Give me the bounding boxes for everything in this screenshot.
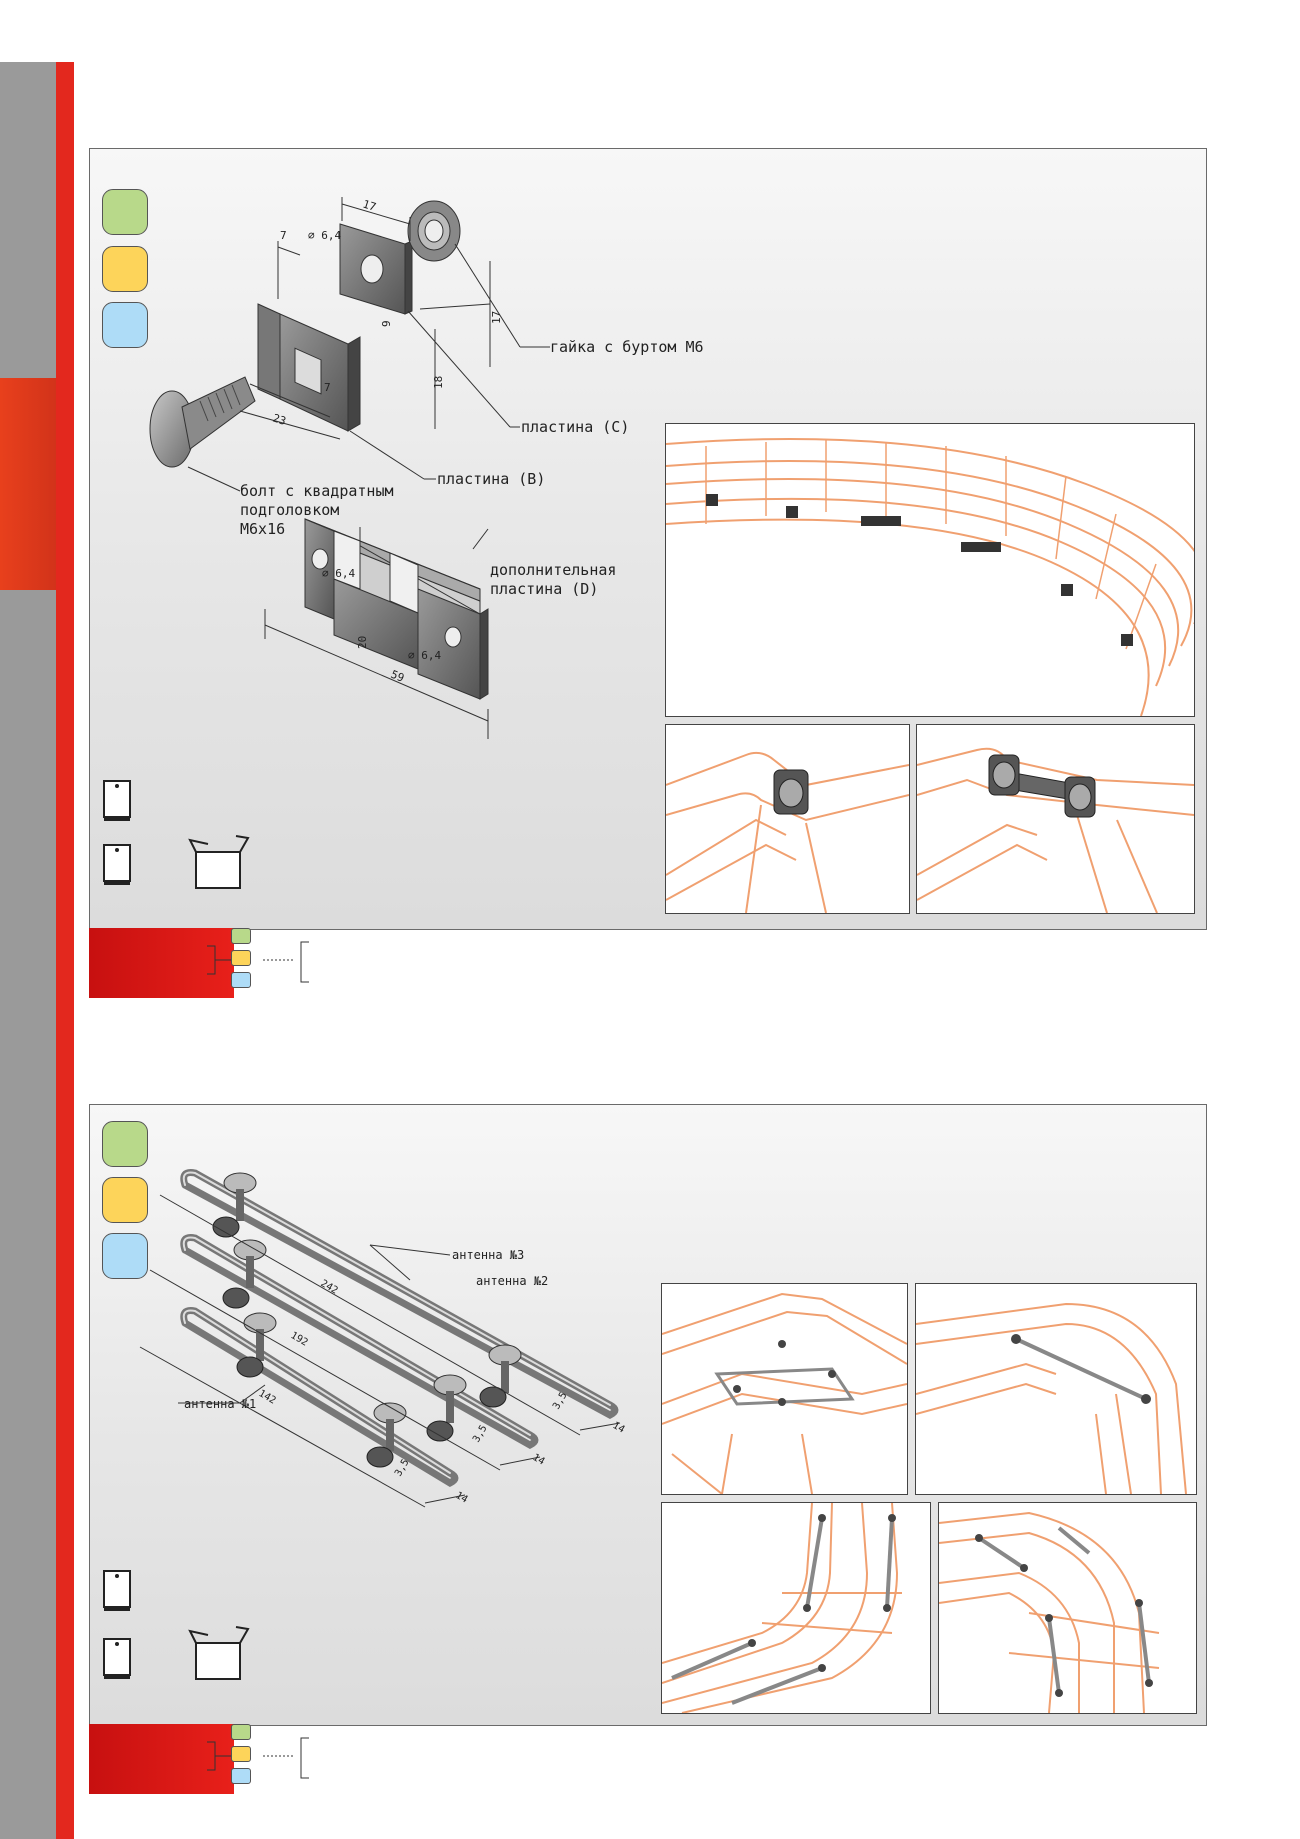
photo-antenna-t-junction: [661, 1283, 908, 1495]
photo-antenna-corner: [915, 1283, 1197, 1495]
bag-icon: [103, 1638, 131, 1679]
color-chip-yellow: [102, 1177, 148, 1223]
footer-red-bar: [89, 1724, 234, 1794]
color-chip-green: [102, 189, 148, 235]
dim-23: 23: [271, 411, 288, 427]
mini-chip-blue: [231, 1768, 251, 1784]
photo-antenna-vertical-bend: [661, 1502, 931, 1714]
photo-curved-tray-assembly: [665, 423, 1195, 717]
dim-192: 192: [289, 1330, 310, 1349]
dim-9: 9: [380, 320, 393, 327]
bag-icon: [103, 780, 131, 821]
label-plate-d: дополнительная пластина (D): [490, 561, 617, 598]
photo-antenna-descending-bend: [938, 1502, 1197, 1714]
dim-18: 18: [432, 376, 445, 389]
label-nut: гайка с буртом М6: [550, 338, 704, 356]
photo-connection-plate-b: [665, 724, 910, 914]
dim-20: 20: [356, 636, 369, 649]
footer-bracket: [207, 1737, 309, 1779]
mini-chip-green: [231, 1724, 251, 1740]
bag-icon: [103, 844, 131, 885]
dim-242: 242: [319, 1278, 340, 1297]
product-panel-antennas: 242 192 142 3,5 3,5 3,5 14 14 14 антенна…: [89, 1104, 1207, 1726]
dim-dia-plate-d-left: ⌀ 6,4: [322, 567, 355, 580]
box-icon: [188, 1626, 250, 1680]
mini-chip-yellow: [231, 1746, 251, 1762]
dimension-lines: [139, 1194, 621, 1508]
dim-dia-plate-d-right: ⌀ 6,4: [408, 649, 441, 662]
color-chip-green: [102, 1121, 148, 1167]
side-section-marker: [0, 378, 56, 590]
dim-14-a: 14: [611, 1420, 627, 1436]
mini-chip-green: [231, 928, 251, 944]
side-red-stripe: [56, 62, 74, 1839]
mini-chip-yellow: [231, 950, 251, 966]
color-chip-yellow: [102, 246, 148, 292]
color-chip-blue: [102, 302, 148, 348]
flange-nut: [407, 200, 461, 262]
bag-icon: [103, 1570, 131, 1611]
dim-3-5-b: 3,5: [471, 1423, 490, 1444]
carriage-bolt: [149, 376, 256, 468]
plate-c: [339, 223, 413, 315]
dimension-lines: [187, 197, 550, 739]
label-plate-b: пластина (В): [437, 470, 546, 488]
dim-7-slot: 7: [324, 381, 331, 394]
label-bolt: болт с квадратным подголовком М6х16: [240, 482, 394, 538]
footer-red-bar: [89, 928, 234, 998]
box-icon: [188, 835, 250, 889]
label-antenna-3: антенна №3: [452, 1248, 525, 1262]
plate-b: [257, 303, 361, 432]
exploded-hardware-drawing: 17 ⌀ 6,4 7 17 9 7 23 18 ⌀ 6,4 20 ⌀ 6,4 5…: [149, 197, 550, 739]
dim-17-top: 17: [361, 197, 378, 213]
mini-chip-blue: [231, 972, 251, 988]
footer-color-key-1: [89, 928, 369, 998]
bolts: [212, 1172, 522, 1468]
label-antenna-1: антенна №1: [184, 1397, 257, 1411]
label-plate-c: пластина (С): [521, 418, 630, 436]
dim-142: 142: [257, 1388, 278, 1407]
dim-17-side: 17: [490, 311, 503, 324]
dim-dia-plate-c: ⌀ 6,4: [308, 229, 341, 242]
dim-7-top: 7: [280, 229, 287, 242]
dim-59: 59: [389, 668, 406, 685]
side-top-gap: [0, 0, 56, 62]
antenna-drawing: 242 192 142 3,5 3,5 3,5 14 14 14: [139, 1169, 627, 1508]
footer-bracket: [207, 941, 309, 983]
plate-d: [304, 518, 489, 700]
product-panel-connector-plates: 17 ⌀ 6,4 7 17 9 7 23 18 ⌀ 6,4 20 ⌀ 6,4 5…: [89, 148, 1207, 930]
photo-connection-plate-d: [916, 724, 1195, 914]
side-gray-band: [0, 0, 56, 1839]
color-chip-blue: [102, 1233, 148, 1279]
footer-color-key-2: [89, 1724, 369, 1794]
dim-14-b: 14: [531, 1452, 547, 1468]
dim-14-c: 14: [454, 1490, 470, 1506]
label-antenna-2: антенна №2: [476, 1274, 549, 1288]
